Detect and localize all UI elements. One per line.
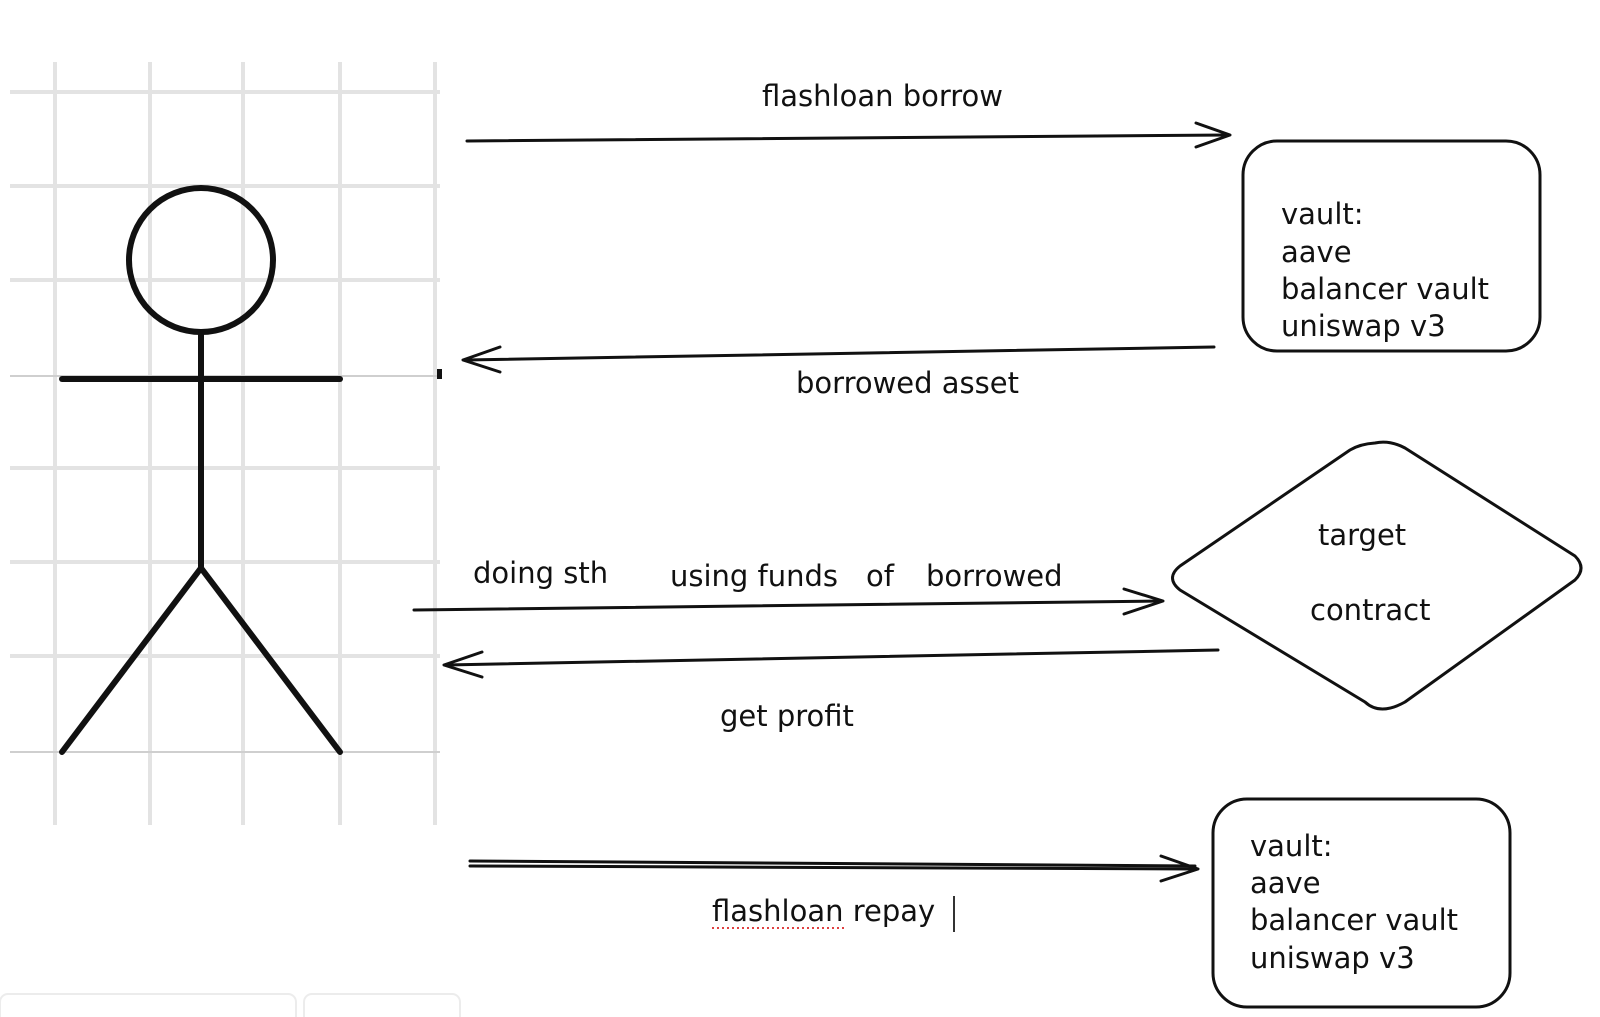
label-of: of	[866, 559, 895, 593]
label-using-funds: using funds	[670, 559, 838, 593]
label-doing-sth: doing sth	[473, 556, 608, 590]
arrow-get-profit	[442, 648, 1220, 679]
label-flashloan-repay: flashloan repay	[712, 894, 935, 928]
actor-left-leg	[59, 565, 204, 755]
bottom-panel-2	[303, 993, 461, 1017]
grid-marker	[437, 369, 442, 379]
grid-background	[10, 62, 440, 825]
actor-stick-figure	[59, 185, 343, 755]
target-label-line-2: contract	[1310, 593, 1430, 627]
vault-bottom-line-3: balancer vault	[1250, 903, 1458, 937]
text-cursor	[953, 896, 955, 932]
label-borrowed-asset: borrowed asset	[796, 366, 1019, 400]
vault-top-line-2: aave	[1281, 235, 1352, 269]
label-borrowed: borrowed	[926, 559, 1063, 593]
arrow-flashloan-borrow	[465, 121, 1232, 149]
vault-top-line-3: balancer vault	[1281, 272, 1489, 306]
arrow-doing-sth	[412, 587, 1165, 616]
label-get-profit: get profit	[720, 699, 854, 733]
vault-top-line-1: vault:	[1281, 197, 1364, 231]
vault-bottom-line-4: uniswap v3	[1250, 941, 1415, 975]
label-flashloan-borrow: flashloan borrow	[762, 79, 1003, 113]
target-contract-diamond	[1171, 440, 1583, 711]
vault-bottom-line-1: vault:	[1250, 829, 1333, 863]
vault-box-bottom	[1211, 797, 1512, 1009]
bottom-panel-1	[0, 993, 297, 1017]
arrow-borrowed-asset	[461, 345, 1216, 374]
vault-bottom-line-2: aave	[1250, 866, 1321, 900]
vault-box-top	[1241, 139, 1542, 353]
vault-top-line-4: uniswap v3	[1281, 309, 1446, 343]
actor-right-leg	[198, 565, 343, 755]
target-label-line-1: target	[1318, 518, 1406, 552]
arrow-flashloan-repay	[468, 854, 1200, 883]
